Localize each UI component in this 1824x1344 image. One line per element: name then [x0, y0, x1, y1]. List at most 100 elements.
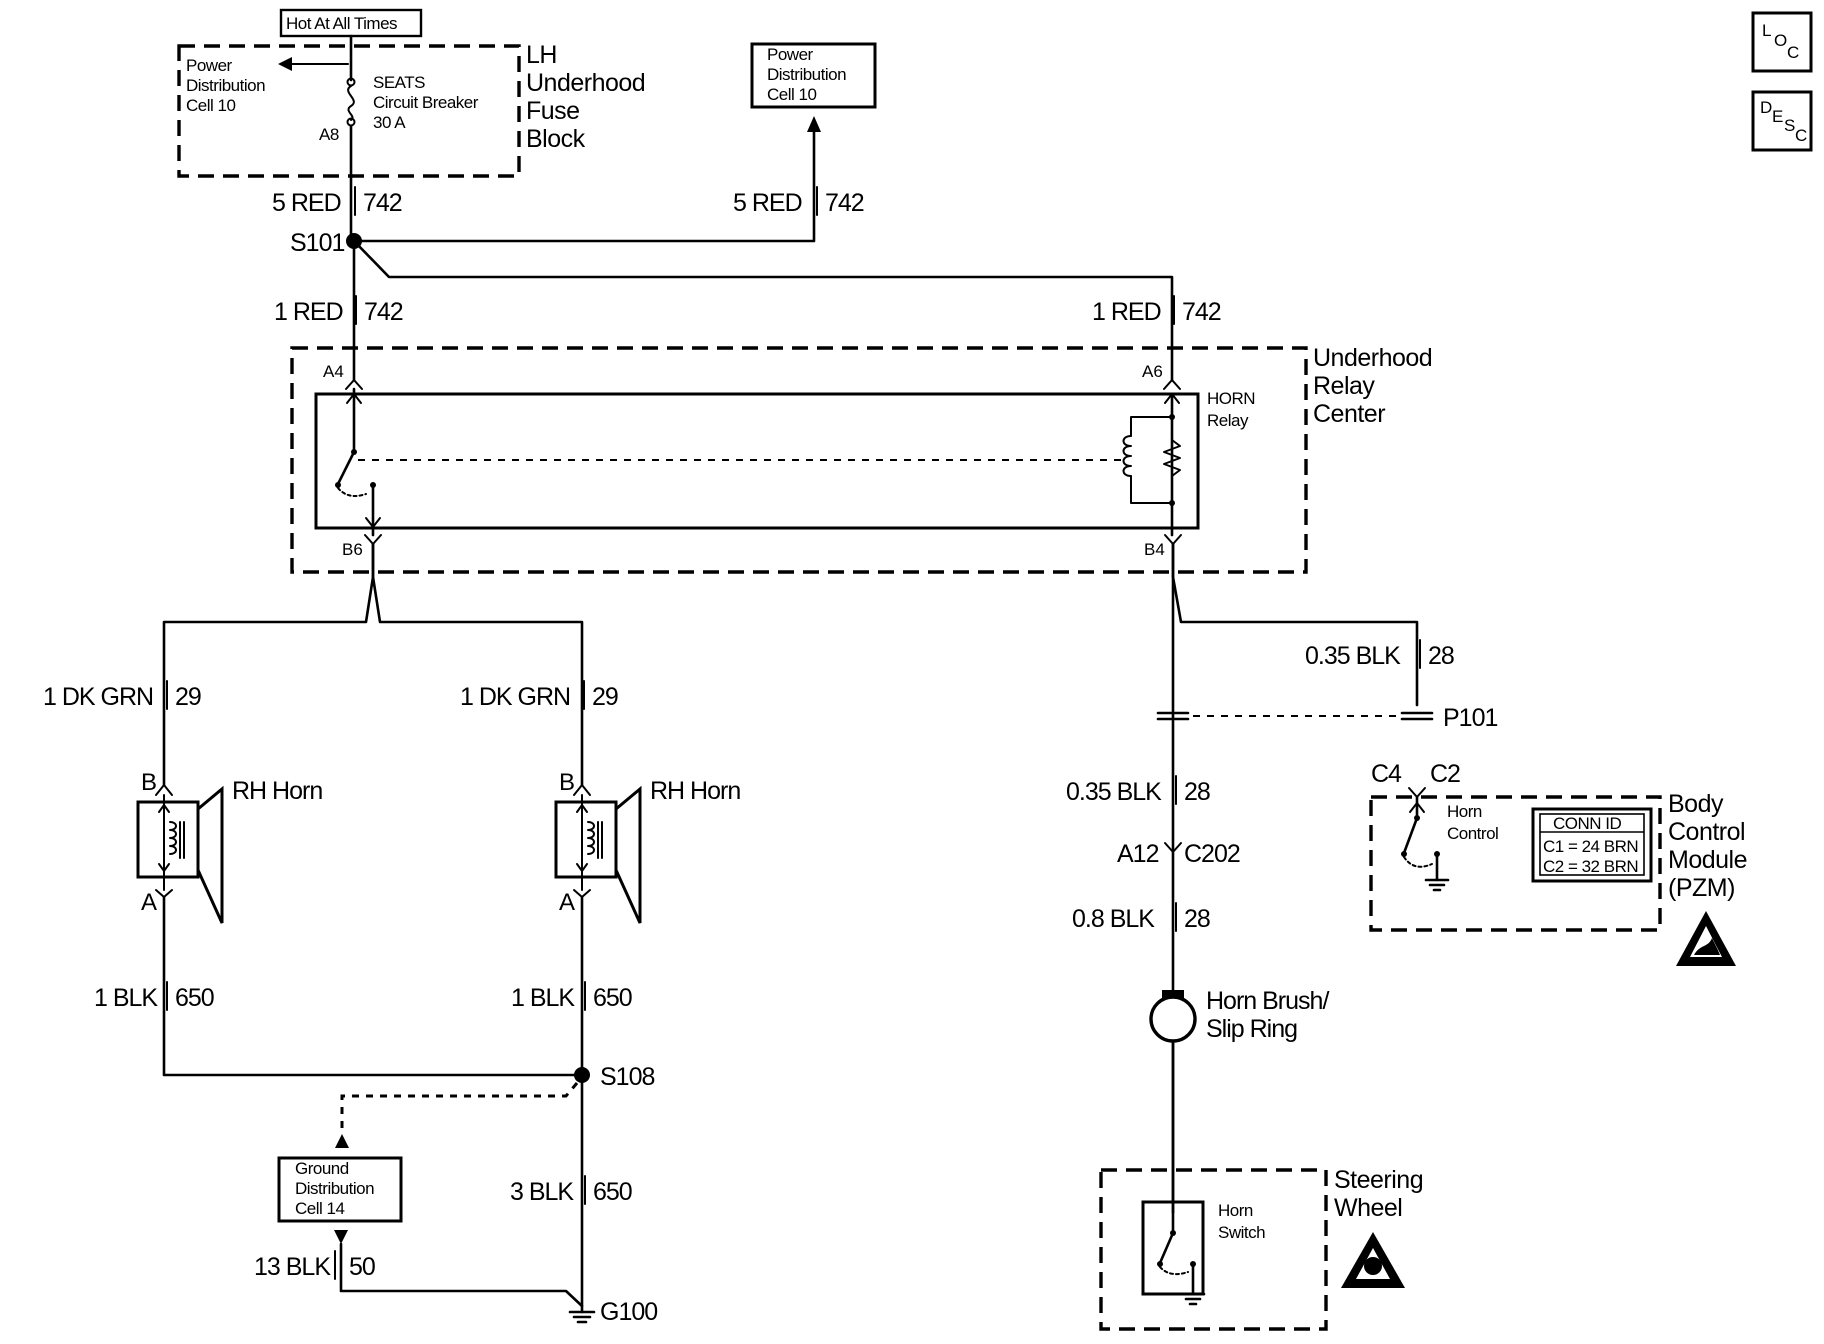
wire-5red-right-circuit: 742 — [825, 189, 864, 217]
esd-warning-icon — [1676, 911, 1736, 966]
bcm-outline — [1369, 795, 1662, 932]
horn-control-label-1: Horn — [1447, 802, 1482, 821]
slip-ring-label-1: Horn Brush/ — [1206, 987, 1329, 1015]
svg-text:O: O — [1774, 31, 1787, 50]
svg-text:Ground: Ground — [295, 1159, 349, 1178]
wire-5red-left-circuit: 742 — [363, 189, 402, 217]
wire-5red-right-color: 5 RED — [733, 189, 802, 217]
description-icon[interactable]: D E S C — [1751, 90, 1813, 152]
steering-wheel-name-1: Steering — [1334, 1166, 1423, 1194]
lh-fuse-block-outline — [177, 44, 521, 178]
steering-wheel-name-2: Wheel — [1334, 1194, 1402, 1222]
relay-center-name-2: Relay — [1313, 372, 1375, 400]
connector-p101-label: P101 — [1443, 704, 1497, 732]
slip-ring-label-2: Slip Ring — [1206, 1015, 1297, 1043]
arrow-down-icon — [334, 1230, 348, 1244]
power-dist-ref-left-2: Distribution — [186, 76, 265, 95]
bcm-name-4: (PZM) — [1668, 874, 1735, 902]
connector-p101-icon — [1156, 711, 1434, 721]
wire-5red-left-color: 5 RED — [272, 189, 341, 217]
wire-dkgrn-right-color: 1 DK GRN — [460, 683, 570, 711]
svg-text:C2 = 32 BRN: C2 = 32 BRN — [1543, 857, 1638, 876]
svg-text:C: C — [1787, 43, 1799, 62]
wire-dkgrn-left-circuit: 29 — [175, 683, 201, 711]
lh-fuse-block-name-4: Block — [526, 125, 586, 153]
power-dist-ref-left-1: Power — [186, 56, 233, 75]
location-icon[interactable]: L O C — [1751, 11, 1813, 73]
horn-relay-label-1: HORN — [1207, 389, 1255, 408]
steering-wheel-outline — [1099, 1168, 1328, 1331]
wire-1red-left-color: 1 RED — [274, 298, 343, 326]
circuit-breaker-icon — [346, 34, 356, 242]
horn-relay-label-2: Relay — [1207, 411, 1249, 430]
ground-icon — [568, 1310, 596, 1324]
svg-text:Hot At All Times: Hot At All Times — [286, 14, 397, 33]
horn-switch-label-2: Switch — [1218, 1223, 1265, 1242]
seats-breaker-label-1: SEATS — [373, 73, 425, 92]
pin-a6: A6 — [1142, 362, 1163, 381]
svg-text:CONN ID: CONN ID — [1553, 814, 1622, 833]
horn-left-pin-a: A — [141, 889, 157, 916]
horn-switch-label-1: Horn — [1218, 1201, 1253, 1220]
svg-text:C1 = 24 BRN: C1 = 24 BRN — [1543, 837, 1638, 856]
wire-1red-right-color: 1 RED — [1092, 298, 1161, 326]
connector-chevron-icon — [1164, 842, 1182, 853]
svg-text:Cell 14: Cell 14 — [295, 1199, 344, 1218]
wire-dkgrn-right-circuit: 29 — [592, 683, 618, 711]
arrow-left-icon — [278, 57, 349, 71]
seats-breaker-label-2: Circuit Breaker — [373, 93, 479, 112]
lh-fuse-block-name-1: LH — [526, 41, 557, 69]
power-dist-ref-left-3: Cell 10 — [186, 96, 235, 115]
bcm-name-3: Module — [1668, 846, 1747, 874]
wire-1red-left-circuit: 742 — [364, 298, 403, 326]
power-dist-cell10-box: Power Distribution Cell 10 — [750, 42, 877, 109]
wire-035blk-bcm-color: 0.35 BLK — [1305, 642, 1401, 670]
relay-coil-icon — [1122, 392, 1181, 537]
splice-s101-label: S101 — [290, 229, 344, 257]
relay-center-name-3: Center — [1313, 400, 1385, 428]
wire-13blk-color: 13 BLK — [254, 1253, 331, 1281]
wire-1blk-right-circuit: 650 — [593, 984, 632, 1012]
wire-1red-right-circuit: 742 — [1182, 298, 1221, 326]
horn-right-label: RH Horn — [650, 777, 740, 805]
horn-control-switch-icon — [1401, 795, 1450, 892]
wire-08blk-color: 0.8 BLK — [1072, 905, 1155, 933]
svg-text:Power: Power — [767, 45, 814, 64]
ground-g100-label: G100 — [600, 1298, 657, 1326]
horn-right-pin-b: B — [559, 769, 575, 796]
svg-text:Cell 10: Cell 10 — [767, 85, 816, 104]
horn-control-label-2: Control — [1447, 824, 1498, 843]
pin-a4: A4 — [323, 362, 344, 381]
underhood-relay-center-outline — [290, 346, 1308, 574]
pin-b6: B6 — [342, 540, 363, 559]
wire-1blk-left-circuit: 650 — [175, 984, 214, 1012]
svg-text:Distribution: Distribution — [295, 1179, 374, 1198]
wire-035blk-color: 0.35 BLK — [1066, 778, 1162, 806]
wire-08blk-circuit: 28 — [1184, 905, 1210, 933]
connector-c202-label: C202 — [1184, 840, 1240, 868]
lh-fuse-block-name-2: Underhood — [526, 69, 645, 97]
fuse-pin-a8: A8 — [319, 125, 339, 144]
horn-relay-box — [314, 392, 1200, 530]
svg-text:C: C — [1795, 126, 1807, 145]
wire-3blk-circuit: 650 — [593, 1178, 632, 1206]
horn-right-pin-a: A — [559, 889, 575, 916]
wire-035blk-circuit: 28 — [1184, 778, 1210, 806]
wire-1blk-left-color: 1 BLK — [94, 984, 158, 1012]
hot-at-all-times-label: Hot At All Times — [279, 8, 423, 38]
svg-text:E: E — [1772, 107, 1783, 126]
wire-035blk-bcm-circuit: 28 — [1428, 642, 1454, 670]
bcm-name-2: Control — [1668, 818, 1745, 846]
horn-left-label: RH Horn — [232, 777, 322, 805]
wire-3blk-color: 3 BLK — [510, 1178, 574, 1206]
slip-ring-icon — [1149, 990, 1197, 1043]
conn-id-table: CONN ID C1 = 24 BRN C2 = 32 BRN — [1531, 807, 1653, 883]
horn-right-icon — [554, 784, 642, 924]
seats-breaker-label-3: 30 A — [373, 113, 406, 132]
splice-s108 — [574, 1067, 590, 1083]
ground-dist-cell14-box: Ground Distribution Cell 14 — [277, 1156, 403, 1223]
splice-s108-label: S108 — [600, 1063, 654, 1091]
connector-a12-label: A12 — [1117, 840, 1159, 868]
svg-text:Distribution: Distribution — [767, 65, 846, 84]
